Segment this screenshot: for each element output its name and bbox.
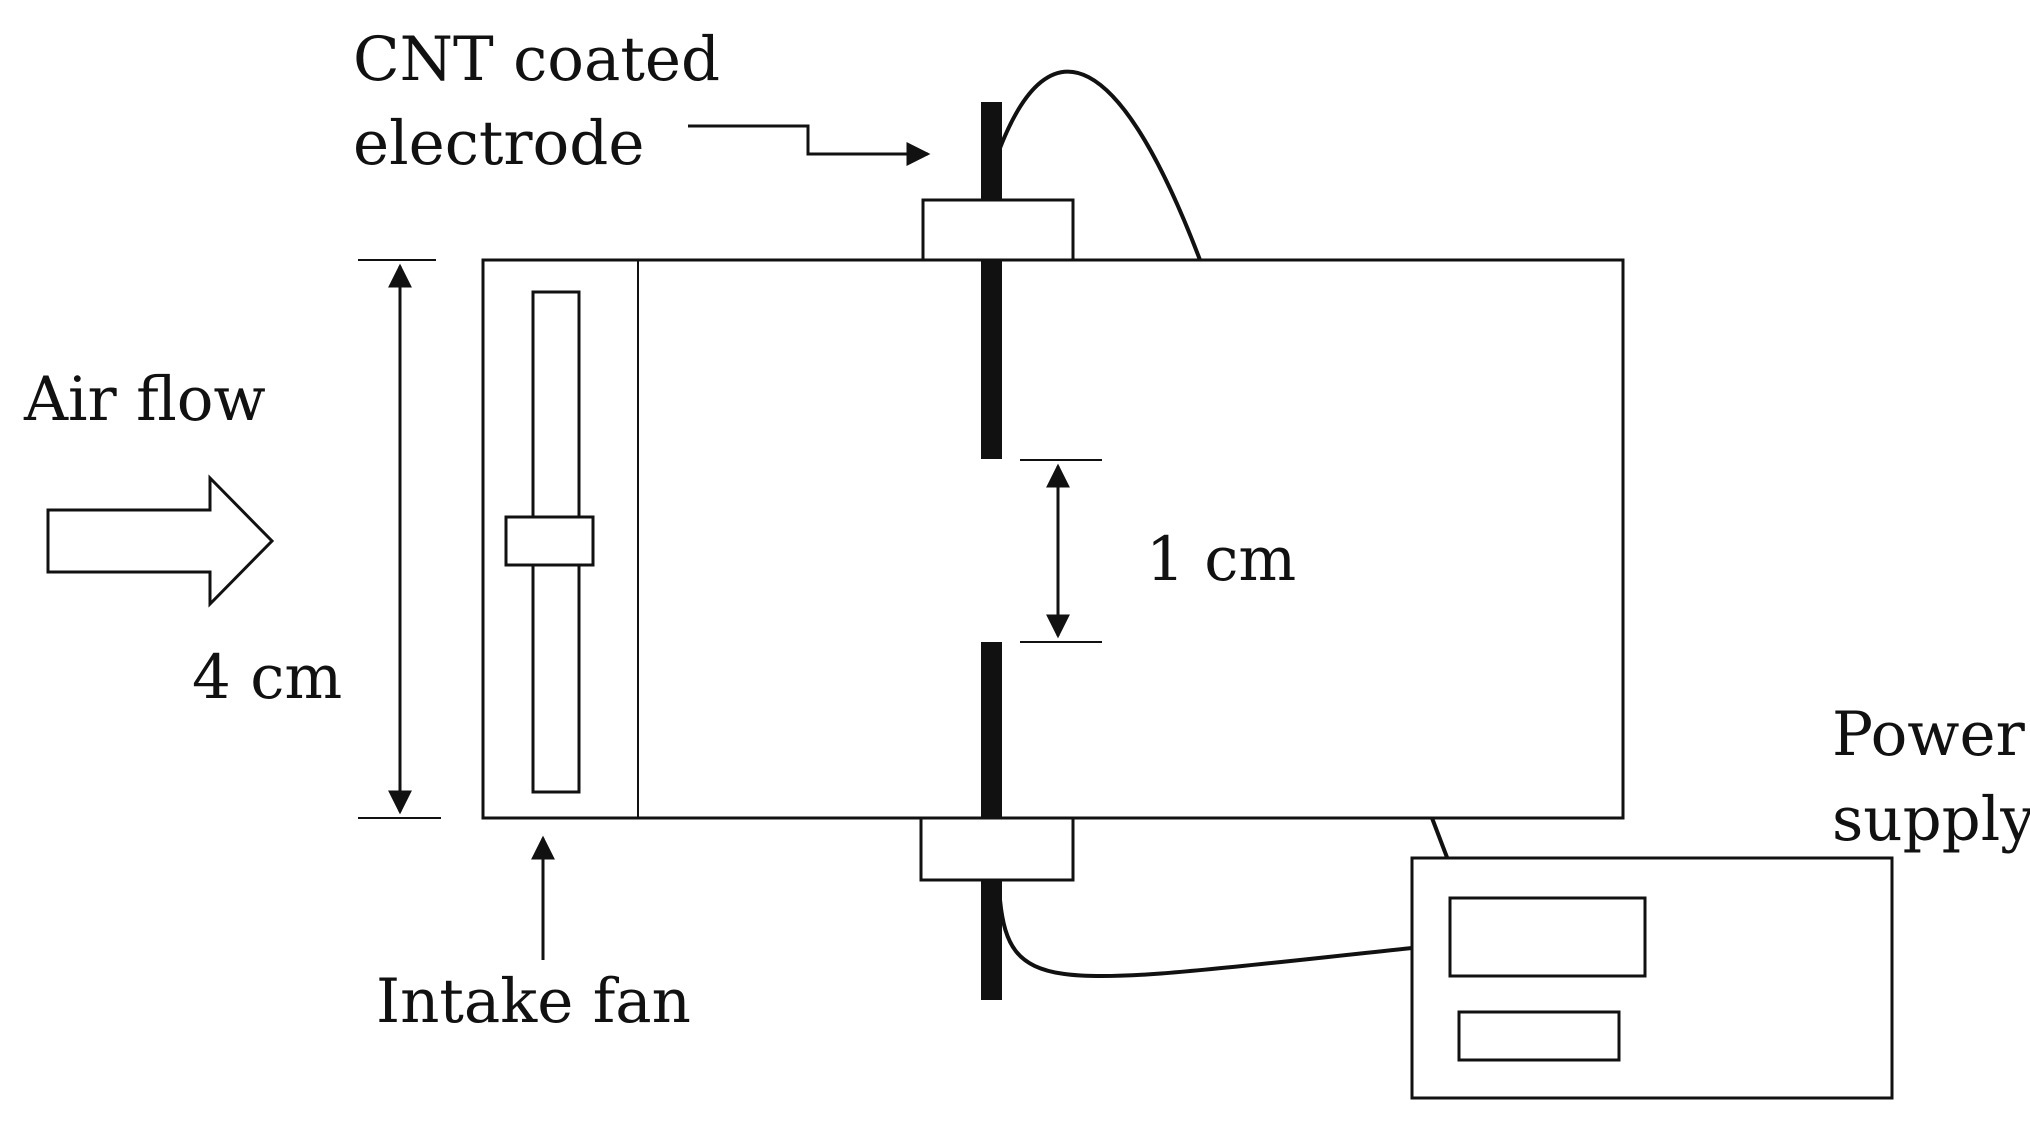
mount-bottom [919, 816, 1075, 882]
power-supply-panel [1457, 1010, 1621, 1062]
air-flow-arrow [46, 474, 275, 608]
mount-top [921, 198, 1075, 262]
power-supply-display [1448, 896, 1647, 978]
width-4cm-label: 4 cm [192, 642, 342, 713]
power-supply-label-line1: Power [1832, 699, 2026, 770]
power-supply-label-line2: supply [1832, 784, 2030, 855]
wire-top [998, 69, 1202, 261]
wire-bottom [998, 899, 1413, 979]
chamber [481, 258, 1625, 820]
electrode-top [981, 102, 1002, 459]
cnt-label-line2: electrode [353, 108, 644, 179]
air-flow-label: Air flow [23, 364, 266, 435]
cnt-pointer-arrow [688, 124, 931, 166]
fan-hub [504, 515, 595, 567]
power-supply-box [1410, 856, 1894, 1100]
gap-1cm-label: 1 cm [1146, 524, 1296, 595]
cnt-label-line1: CNT coated [353, 24, 720, 95]
wire-bottom-right [1430, 817, 1450, 861]
intake-fan-label: Intake fan [376, 966, 691, 1037]
